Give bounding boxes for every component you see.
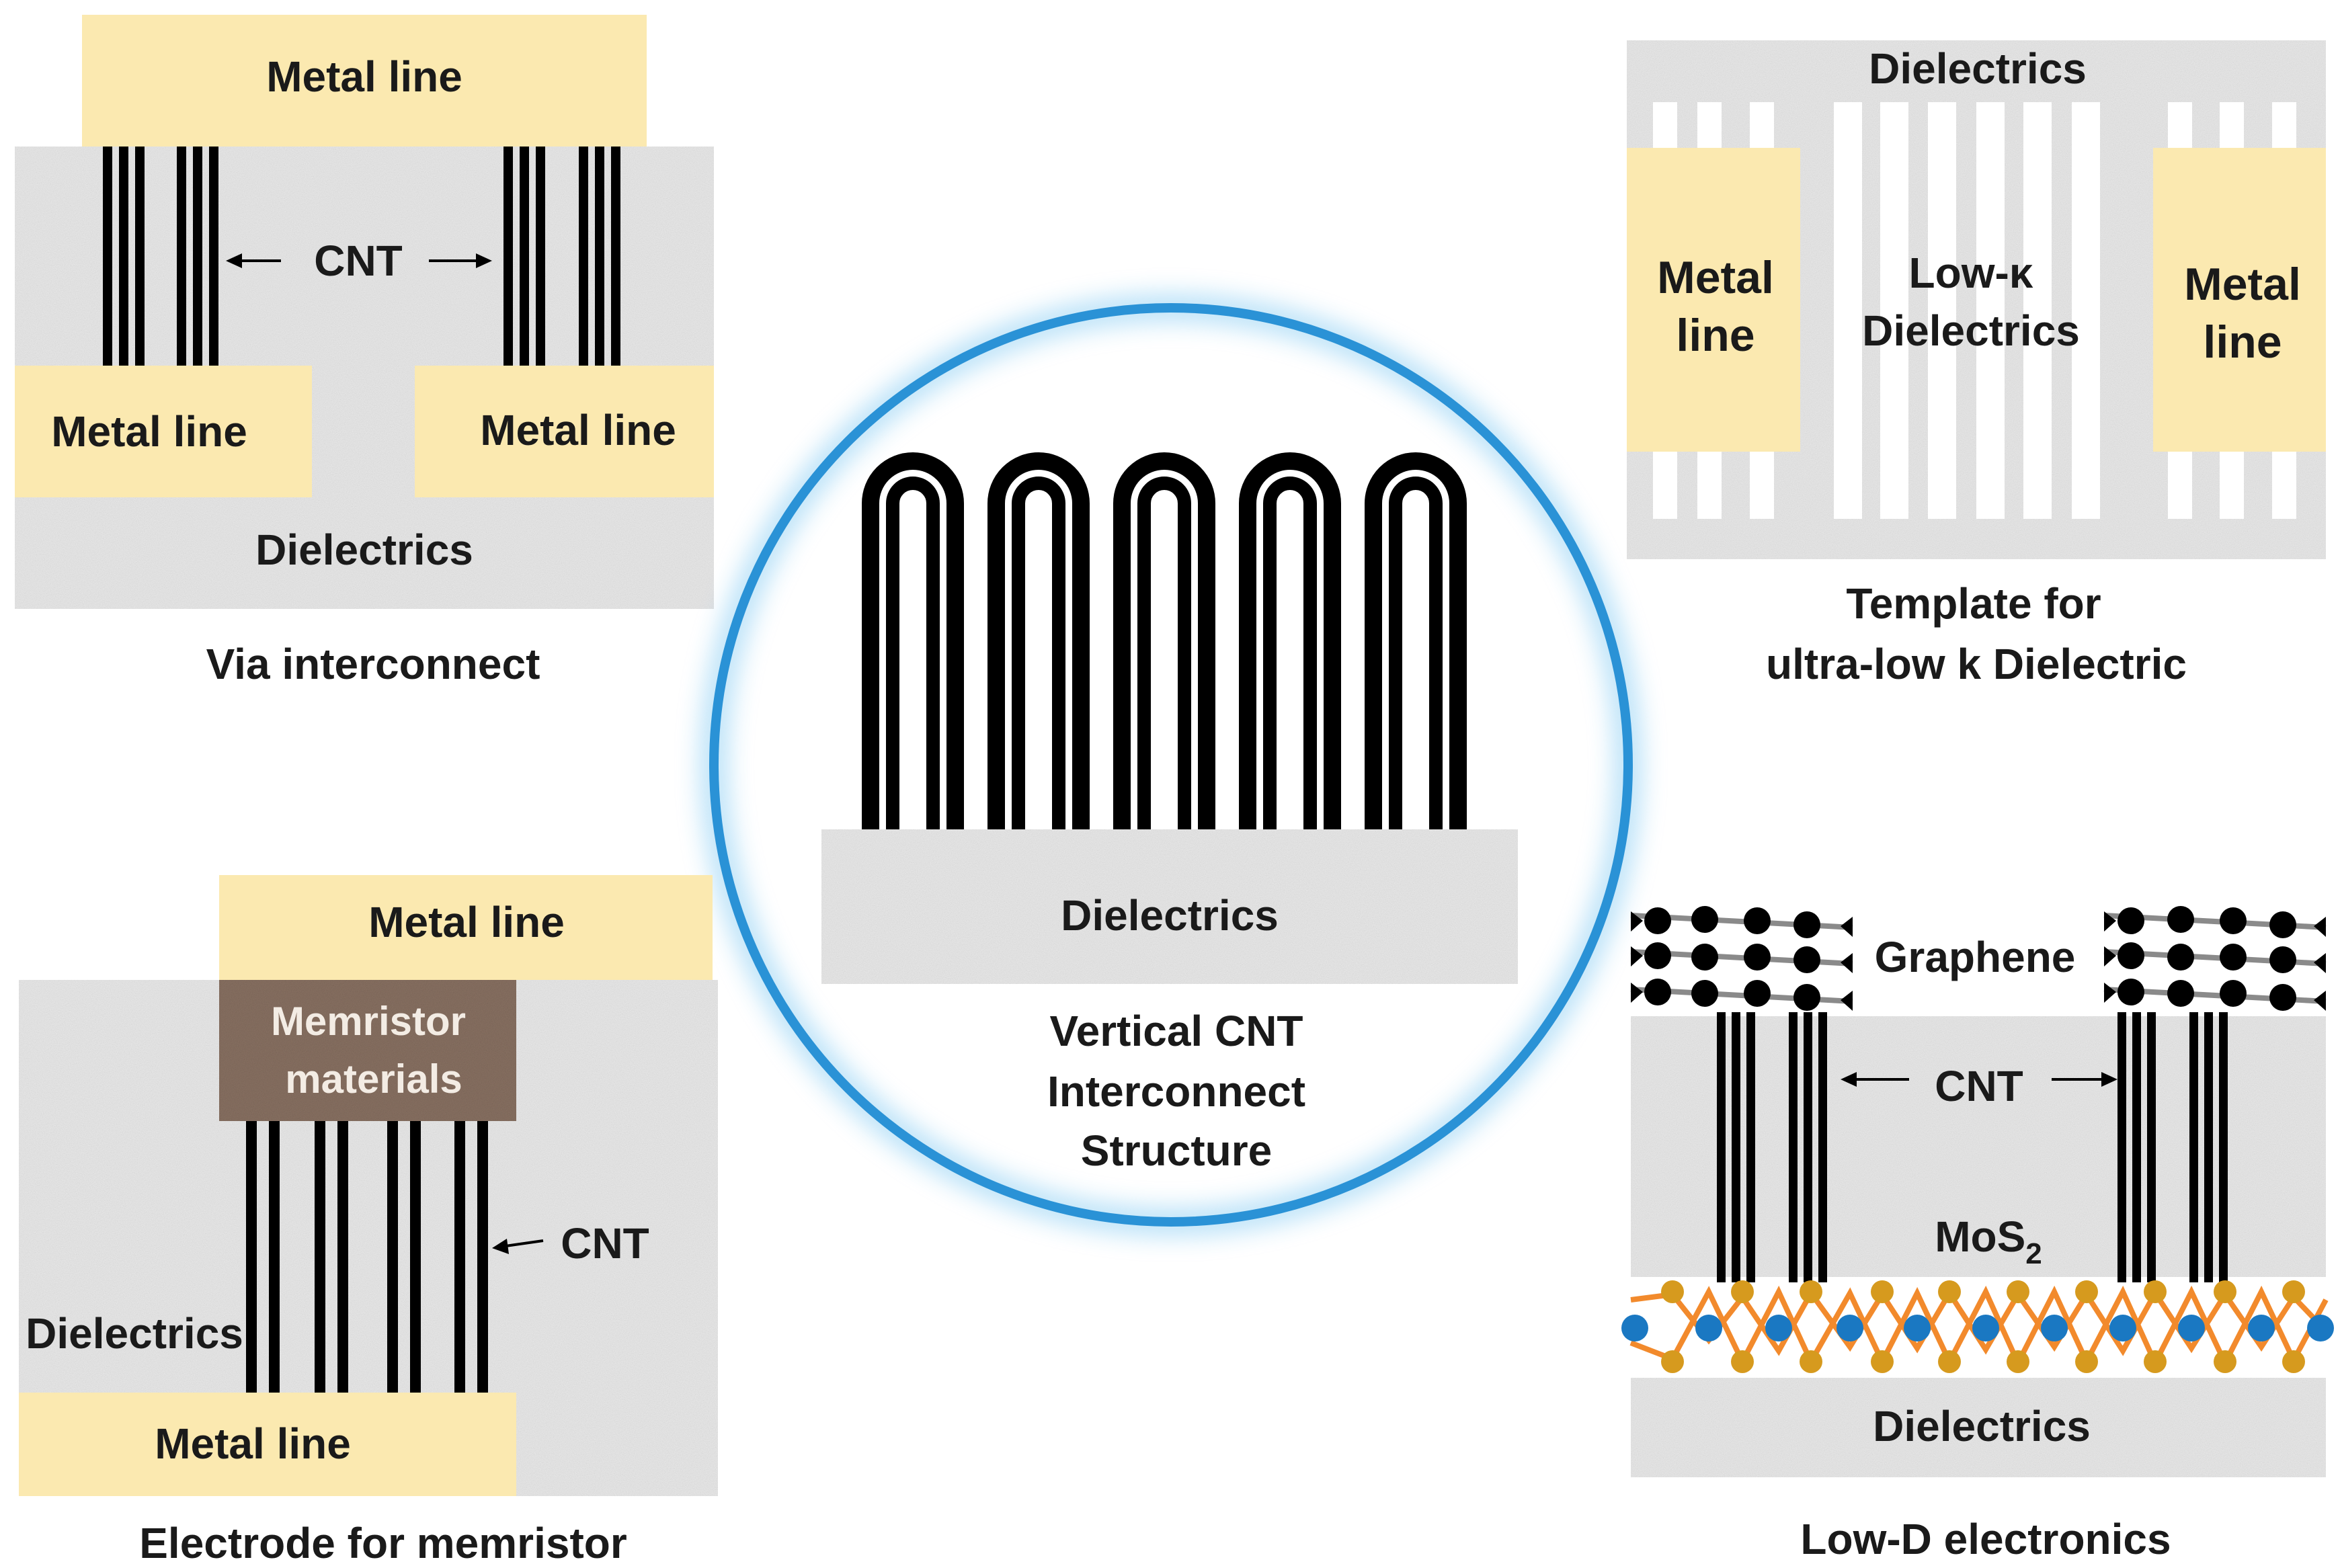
memristor-dielectrics-label: Dielectrics: [26, 1309, 243, 1358]
memristor-metal-top: [219, 875, 713, 980]
via-interconnect-panel: Metal line CNT Metal line Metal line Die…: [15, 15, 714, 688]
memristor-cnt-label: CNT: [561, 1219, 649, 1268]
lowd-cnt-bundle-left: [1717, 1012, 1827, 1282]
template-dielectrics-label: Dielectrics: [1869, 44, 2087, 93]
template-caption-line1: Template for: [1846, 579, 2101, 628]
memristor-caption: Electrode for memristor: [139, 1519, 627, 1567]
center-cnt-loops: [862, 452, 1467, 829]
lowd-dielectric-lower: [1631, 1378, 2326, 1477]
cnt-loop: [1113, 452, 1215, 829]
center-caption-line1: Vertical CNT: [1049, 1007, 1303, 1055]
via-metal-right: [415, 366, 714, 497]
cnt-loop: [987, 452, 1090, 829]
graphene-stack-right: [2103, 906, 2327, 1011]
lowd-cnt-arrows: [1841, 1072, 2117, 1087]
mos2-base: MoS: [1935, 1212, 2025, 1261]
memristor-metal-bottom: [19, 1393, 516, 1496]
center-caption-line2: Interconnect: [1047, 1067, 1305, 1116]
low-d-panel: Graphene CNT MoS2 Dielectrics Low-D elec…: [1621, 906, 2334, 1563]
via-cnt-label: CNT: [314, 237, 403, 285]
cnt-loop: [862, 452, 964, 829]
template-metal-right-line1: Metal: [2184, 259, 2301, 310]
vertical-cnt-panel: Dielectrics Vertical CNT Interconnect St…: [700, 294, 1642, 1235]
graphene-stack-left: [1630, 906, 1853, 1011]
template-lowk-line1: Low-κ: [1909, 249, 2033, 297]
via-metal-right-label: Metal line: [480, 406, 676, 454]
center-caption-line3: Structure: [1081, 1126, 1273, 1175]
lowd-cnt-bundle-right: [2117, 1012, 2228, 1282]
via-metal-left-label: Metal line: [51, 407, 247, 456]
mos2-subscript: 2: [2025, 1237, 2042, 1270]
memristor-material-line2: materials: [285, 1057, 462, 1102]
via-cnt-bundle-right: [503, 147, 620, 366]
template-metal-right-line2: line: [2203, 317, 2282, 368]
template-metal-left: [1627, 148, 1800, 452]
template-lowk-line2: Dielectrics: [1862, 306, 2080, 355]
via-cnt-bundle-left: [103, 147, 218, 366]
via-dielectrics-label: Dielectrics: [255, 526, 473, 574]
memristor-cnt-arrow: [492, 1239, 544, 1254]
center-ring: [709, 303, 1633, 1227]
center-dielectrics-label: Dielectrics: [1061, 891, 1279, 940]
template-metal-right: [2153, 148, 2326, 452]
mos2-lattice: [1621, 1280, 2334, 1373]
via-cnt-arrows: [226, 253, 492, 268]
template-caption-line2: ultra-low k Dielectric: [1766, 640, 2187, 688]
lowk-template-panel: Dielectrics Metal line Low-κ Dielectrics…: [1627, 40, 2326, 688]
template-metal-left-line1: Metal: [1657, 252, 1774, 303]
center-dielectric-block: [821, 829, 1518, 984]
memristor-cnt-array: [246, 1121, 488, 1393]
lowd-cnt-label: CNT: [1935, 1062, 2023, 1110]
via-caption: Via interconnect: [206, 640, 540, 688]
memristor-material-block: [219, 980, 516, 1121]
via-metal-left: [15, 366, 312, 497]
cnt-loop: [1365, 452, 1467, 829]
cnt-loop: [1239, 452, 1341, 829]
memristor-metal-bottom-label: Metal line: [155, 1419, 351, 1468]
memristor-material-line1: Memristor: [271, 999, 466, 1044]
lowd-caption: Low-D electronics: [1800, 1515, 2171, 1563]
lowd-dielectrics-label: Dielectrics: [1873, 1402, 2091, 1450]
lowd-graphene-label: Graphene: [1875, 933, 2076, 981]
template-metal-left-line2: line: [1676, 310, 1754, 361]
memristor-metal-top-label: Metal line: [368, 898, 565, 946]
memristor-panel: Metal line Memristor materials CNT Diele…: [19, 875, 718, 1567]
via-metal-top-label: Metal line: [266, 52, 462, 101]
via-metal-top: [82, 15, 647, 147]
lowd-mos2-label: MoS2: [1935, 1212, 2042, 1270]
